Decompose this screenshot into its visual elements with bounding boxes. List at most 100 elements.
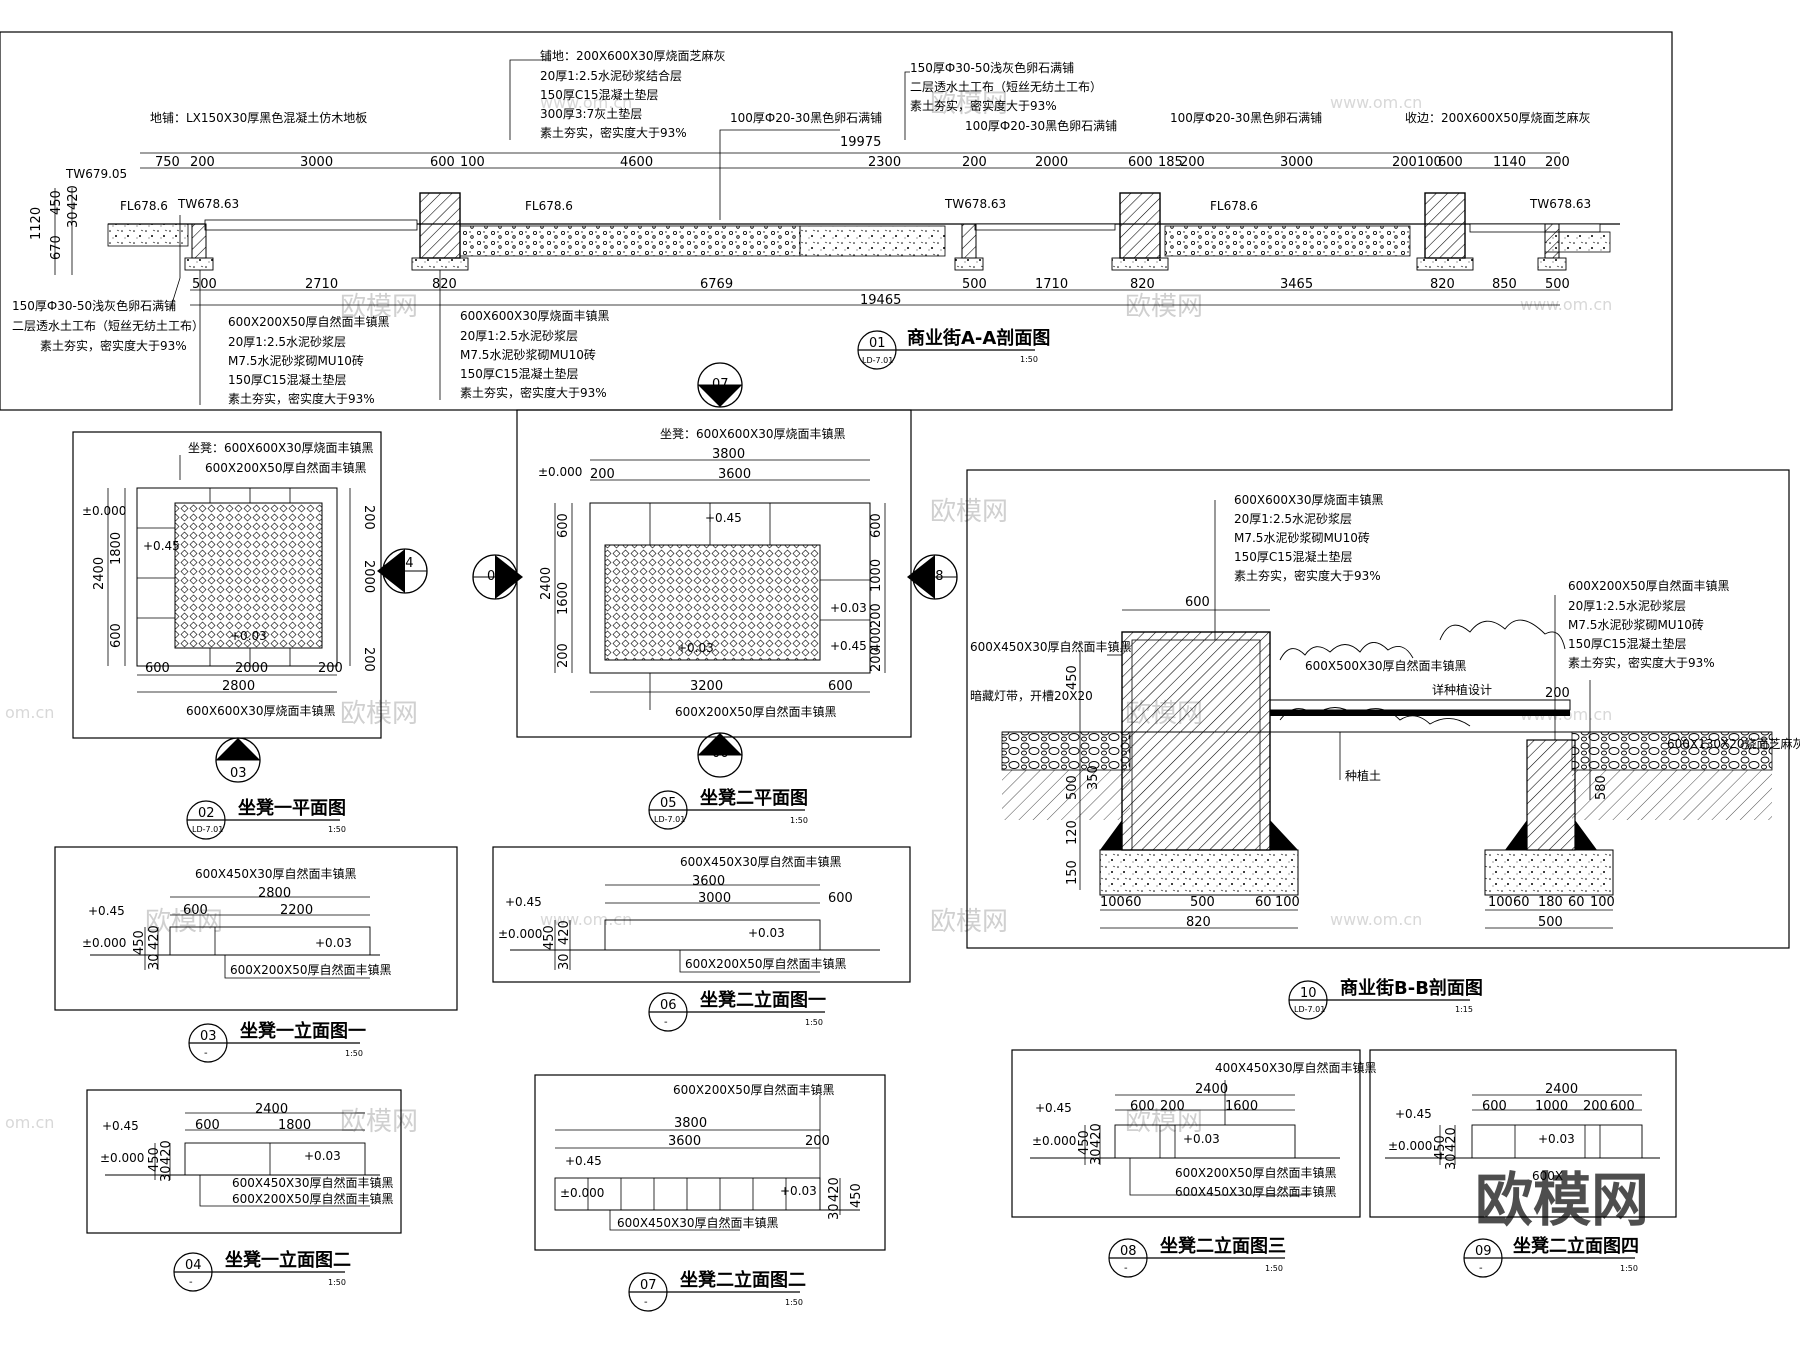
section-marker: 09: [487, 569, 504, 584]
dim-top: 185: [1158, 155, 1183, 170]
dim-bottom: 3465: [1280, 277, 1313, 292]
elevation-2d: [1369, 1049, 1677, 1218]
dim: 400: [869, 627, 884, 652]
dim: 1000: [869, 559, 884, 592]
callout-paving-4: 300厚3:7灰土垫层: [540, 106, 642, 121]
dim: 200: [361, 647, 376, 672]
callout: 坐凳：600X600X30厚烧面丰镇黑: [660, 426, 846, 441]
dim: 200: [556, 643, 571, 668]
level: +0.03: [677, 641, 714, 655]
callout: 600X200X50厚自然面丰镇黑: [232, 1191, 394, 1206]
level: +0.45: [1035, 1101, 1072, 1115]
callout-curb: 收边：200X600X50厚烧面芝麻灰: [1405, 110, 1591, 125]
plan-2: [472, 362, 958, 778]
callout: 600X600X30厚烧面丰镇黑: [186, 704, 336, 718]
drawing-ref: LD-7.01: [862, 356, 893, 365]
level: ±0.000: [82, 936, 126, 950]
dim: 100: [1100, 895, 1125, 910]
dim: 450: [132, 930, 147, 955]
elevation-2c: [1011, 1049, 1361, 1218]
drawing-number: 05: [660, 796, 677, 811]
callout-top: 600X600X30厚烧面丰镇黑: [1234, 493, 1384, 507]
level: ±0.000: [538, 465, 582, 479]
dim: 600: [1185, 595, 1210, 610]
plan-1-text: 坐凳：600X600X30厚烧面丰镇黑 600X200X50厚自然面丰镇黑 60…: [82, 440, 414, 840]
watermark-text: 欧模网: [1125, 1107, 1203, 1137]
callout-left: 素土夯实，密实度大于93%: [40, 338, 187, 353]
level: +0.03: [304, 1149, 341, 1163]
drawing-ref: -: [1124, 1263, 1128, 1274]
level: +0.03: [1183, 1132, 1220, 1146]
dim-bottom: 1710: [1035, 277, 1068, 292]
dim-top: 100: [1417, 155, 1442, 170]
level: +0.03: [315, 936, 352, 950]
section-marker: 07: [712, 377, 729, 392]
level: ±0.000: [498, 927, 542, 941]
drawing-scale: 1:50: [328, 1278, 346, 1287]
dim-bottom: 500: [192, 277, 217, 292]
dim-height: 30: [66, 211, 81, 228]
watermark-url: om.cn: [5, 1113, 54, 1132]
dim: 600: [1130, 1099, 1155, 1114]
level: +0.03: [230, 629, 267, 643]
section-marker: 08: [927, 569, 944, 584]
level: ±0.000: [1032, 1134, 1076, 1148]
dim-top: 3000: [300, 155, 333, 170]
dim: 580: [1594, 775, 1609, 800]
section-marker: 06: [712, 746, 729, 761]
drawing-title: 坐凳二立面图三: [1160, 1235, 1286, 1257]
dim-top: 200: [1392, 155, 1417, 170]
level-fl: FL678.6: [1210, 199, 1258, 213]
dim: 420: [159, 1140, 174, 1165]
dim: 200: [869, 603, 884, 628]
watermark-text: 欧模网: [930, 89, 1008, 119]
callout-b: 150厚C15混凝土垫层: [460, 366, 579, 381]
callout: 600X450X30厚自然面丰镇黑: [680, 854, 842, 869]
elevation-2b-text: 600X200X50厚自然面丰镇黑 600X450X30厚自然面丰镇黑 3800…: [560, 1082, 864, 1312]
dim-top: 100: [460, 155, 485, 170]
dim-bottom: 820: [1430, 277, 1455, 292]
callout-b: 20厚1:2.5水泥砂浆层: [460, 328, 578, 343]
dim: 600: [183, 903, 208, 918]
dim: 30: [159, 1165, 174, 1182]
drawing-scale: 1:50: [785, 1298, 803, 1307]
dim: 150: [1065, 860, 1080, 885]
drawing-number: 07: [640, 1278, 657, 1293]
watermark-text: 欧模网: [340, 699, 418, 729]
drawing-number: 02: [198, 806, 215, 821]
level-fl: FL678.6: [120, 199, 168, 213]
level: +0.45: [1395, 1107, 1432, 1121]
dim: 200: [590, 467, 615, 482]
dim: 100: [1488, 895, 1513, 910]
watermark-url: www.om.cn: [1330, 910, 1422, 929]
dim: 3000: [698, 891, 731, 906]
dim: 100: [1275, 895, 1300, 910]
dim: 420: [827, 1177, 842, 1202]
level-fl: FL678.6: [525, 199, 573, 213]
dim: 600: [828, 891, 853, 906]
callout-left: 150厚Ф30-50浅灰色卵石满铺: [12, 299, 176, 313]
callout-decking: 地铺：LX150X30厚黑色混凝土仿木地板: [150, 110, 367, 125]
drawing-ref: -: [1479, 1263, 1483, 1274]
level: +0.45: [830, 639, 867, 653]
level: ±0.000: [82, 504, 126, 518]
dim-overall-bottom: 19465: [860, 293, 901, 308]
callout-paving: 600X130X20烧面芝麻灰: [1667, 736, 1800, 751]
dim: 3600: [668, 1134, 701, 1149]
drawing-title: 坐凳一平面图: [238, 797, 346, 819]
drawing-title: 坐凳一立面图二: [225, 1249, 351, 1271]
callout-right: 600X200X50厚自然面丰镇黑: [1568, 578, 1730, 593]
dim: 500: [1065, 775, 1080, 800]
watermark-text: 欧模网: [1125, 292, 1203, 322]
dim: 2400: [255, 1102, 288, 1117]
drawing-number: 04: [185, 1258, 202, 1273]
level: +0.45: [102, 1119, 139, 1133]
elevation-2d-text: 2400 600 1000 200 600 +0.45 ±0.000 +0.03…: [1388, 1082, 1639, 1278]
dim-bottom: 2710: [305, 277, 338, 292]
section-bb: [966, 469, 1790, 949]
dim-top: 600: [1438, 155, 1463, 170]
dim: 420: [1089, 1123, 1104, 1148]
callout-match: 详种植设计: [1432, 682, 1492, 697]
drawing-title: 商业街A-A剖面图: [907, 327, 1050, 349]
callout-pebble-3: 素土夯实，密实度大于93%: [910, 98, 1057, 113]
